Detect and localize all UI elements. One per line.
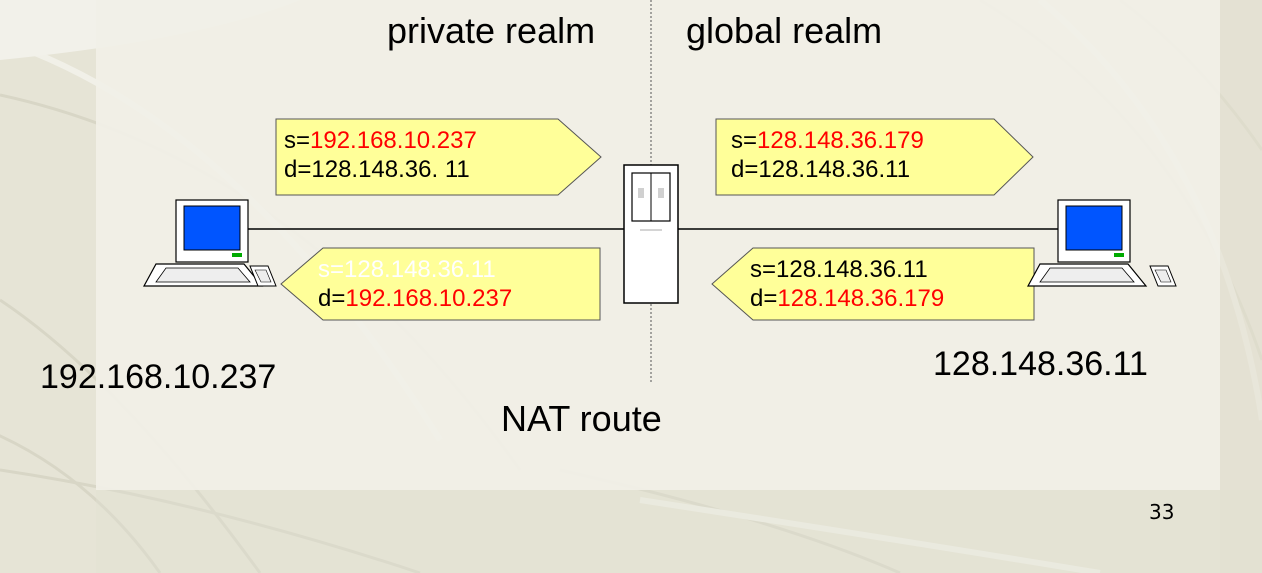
- packet-destination: 128.148.36.179: [777, 285, 945, 312]
- packet-private-out: [275, 118, 602, 196]
- packet-private-out-text: s=192.168.10.237 d=128.148.36. 11: [284, 127, 477, 183]
- private-realm-label: private realm: [387, 10, 596, 51]
- packet-global-out-text: s=128.148.36.179 d=128.148.36.11: [731, 127, 924, 183]
- packet-destination: 128.148.36.11: [758, 156, 911, 183]
- global-realm-label: global realm: [686, 10, 883, 51]
- public-host-computer-icon: [1026, 199, 1177, 287]
- packet-global-in-text: s=128.148.36.11 d=128.148.36.179: [750, 256, 945, 312]
- packet-source: 128.148.36.179: [757, 127, 924, 154]
- packet-global-in: [711, 247, 1035, 321]
- packet-private-in: [280, 247, 601, 321]
- private-host-address: 192.168.10.237: [40, 358, 277, 396]
- slide-number: 33: [1149, 500, 1175, 524]
- packet-source: s=128.148.36.11: [318, 256, 496, 283]
- private-host-computer-icon: [142, 199, 277, 287]
- public-host-address: 128.148.36.11: [933, 345, 1148, 383]
- packet-source: s=128.148.36.11: [750, 256, 928, 283]
- nat-router-icon: [623, 164, 679, 304]
- packet-source: 192.168.10.237: [310, 127, 477, 154]
- packet-global-out: [715, 118, 1034, 196]
- packet-private-in-text: s=128.148.36.11 d=192.168.10.237: [318, 256, 513, 312]
- packet-destination: 128.148.36. 11: [311, 156, 470, 183]
- nat-router-label: NAT route: [501, 398, 662, 439]
- packet-destination: 192.168.10.237: [345, 285, 513, 312]
